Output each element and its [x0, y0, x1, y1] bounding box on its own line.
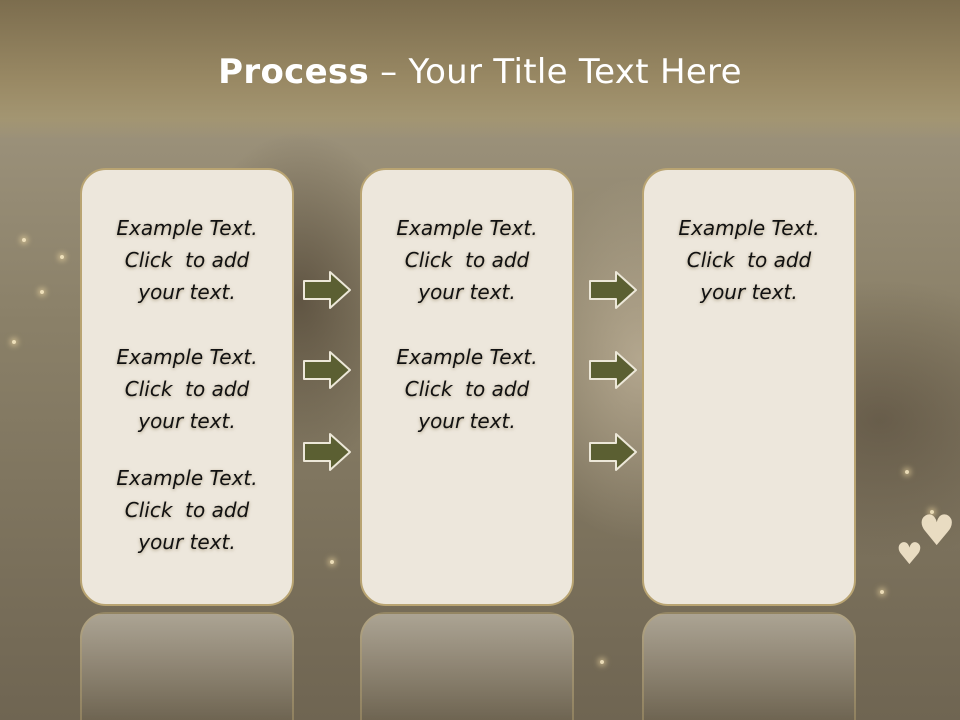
text-line: your text. [418, 280, 516, 304]
panel-reflection [80, 612, 294, 720]
process-panel-3[interactable]: Example Text. Click to add your text. [642, 168, 856, 606]
text-line: Click to add [124, 377, 250, 401]
text-line: your text. [418, 409, 516, 433]
sparkle-decoration [60, 255, 64, 259]
text-line: Example Text. [116, 466, 258, 490]
text-line: Example Text. [116, 345, 258, 369]
right-arrow-icon[interactable] [302, 432, 352, 472]
text-placeholder[interactable]: Example Text. Click to add your text. [82, 341, 292, 437]
sparkle-decoration [22, 238, 26, 242]
text-placeholder[interactable]: Example Text. Click to add your text. [362, 212, 572, 308]
text-placeholder[interactable]: Example Text. Click to add your text. [82, 212, 292, 308]
text-line: Click to add [124, 498, 250, 522]
heart-icon: ♥ [896, 537, 923, 572]
text-line: your text. [138, 280, 236, 304]
text-placeholder[interactable]: Example Text. Click to add your text. [362, 341, 572, 437]
panel-reflection [642, 612, 856, 720]
text-placeholder[interactable]: Example Text. Click to add your text. [82, 462, 292, 558]
right-arrow-icon[interactable] [302, 270, 352, 310]
right-arrow-icon[interactable] [588, 432, 638, 472]
sparkle-decoration [40, 290, 44, 294]
text-line: Example Text. [396, 345, 538, 369]
title-band [0, 0, 960, 140]
sparkle-decoration [600, 660, 604, 664]
sparkle-decoration [930, 510, 934, 514]
heart-icon: ♥ [918, 506, 956, 555]
sparkle-decoration [12, 340, 16, 344]
process-panel-1[interactable]: Example Text. Click to add your text. Ex… [80, 168, 294, 606]
panel-reflection [360, 612, 574, 720]
slide-title[interactable]: Process – Your Title Text Here [0, 52, 960, 92]
text-line: Click to add [404, 248, 530, 272]
right-arrow-icon[interactable] [588, 270, 638, 310]
text-line: Example Text. [396, 216, 538, 240]
text-line: Click to add [686, 248, 812, 272]
sparkle-decoration [880, 590, 884, 594]
text-line: your text. [700, 280, 798, 304]
title-rest: – Your Title Text Here [369, 52, 742, 92]
right-arrow-icon[interactable] [302, 350, 352, 390]
text-line: Example Text. [678, 216, 820, 240]
text-line: your text. [138, 409, 236, 433]
text-line: Example Text. [116, 216, 258, 240]
sparkle-decoration [905, 470, 909, 474]
sparkle-decoration [330, 560, 334, 564]
text-line: your text. [138, 530, 236, 554]
process-panel-2[interactable]: Example Text. Click to add your text. Ex… [360, 168, 574, 606]
text-line: Click to add [404, 377, 530, 401]
text-line: Click to add [124, 248, 250, 272]
text-placeholder[interactable]: Example Text. Click to add your text. [644, 212, 854, 308]
right-arrow-icon[interactable] [588, 350, 638, 390]
title-bold: Process [218, 52, 370, 92]
